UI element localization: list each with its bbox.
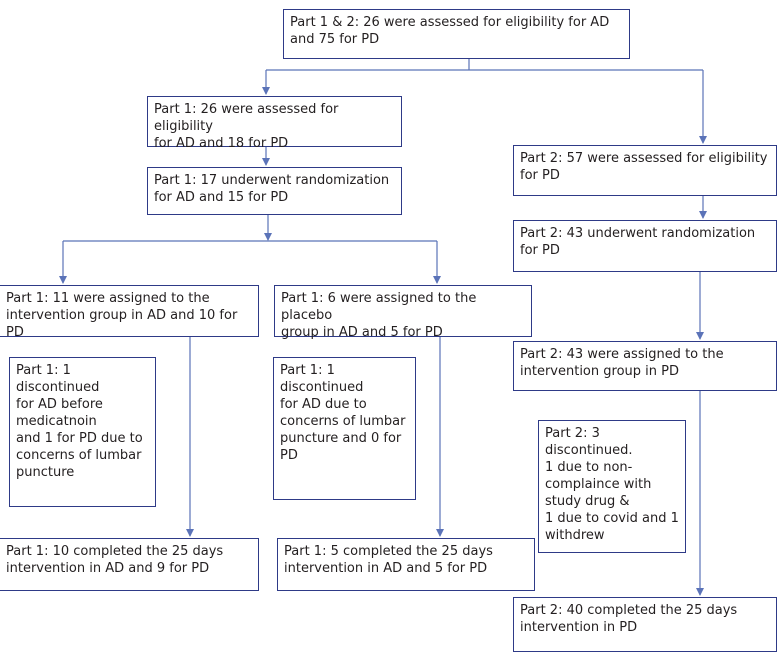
box-p2-discontinued: Part 2: 3 discontinued. 1 due to non- co…	[538, 420, 686, 553]
box-p2-randomized: Part 2: 43 underwent randomization for P…	[513, 220, 777, 272]
box-p1-randomized: Part 1: 17 underwent randomization for A…	[147, 167, 402, 215]
box-p1-placebo-discontinued: Part 1: 1 discontinued for AD due to con…	[273, 357, 416, 500]
box-p1-intervention-completed: Part 1: 10 completed the 25 days interve…	[0, 538, 259, 591]
box-p2-completed: Part 2: 40 completed the 25 days interve…	[513, 597, 777, 652]
box-p1-placebo: Part 1: 6 were assigned to the placebo g…	[274, 285, 532, 340]
box-root: Part 1 & 2: 26 were assessed for eligibi…	[283, 9, 630, 59]
box-p1-assessed: Part 1: 26 were assessed for eligibility…	[147, 96, 402, 151]
box-p1-intervention-discontinued: Part 1: 1 discontinued for AD before med…	[9, 357, 156, 507]
box-p2-assigned: Part 2: 43 were assigned to the interven…	[513, 341, 777, 391]
box-p1-placebo-completed: Part 1: 5 completed the 25 days interven…	[277, 538, 535, 591]
box-p2-assessed: Part 2: 57 were assessed for eligibility…	[513, 145, 777, 196]
box-p1-intervention: Part 1: 11 were assigned to the interven…	[0, 285, 259, 340]
